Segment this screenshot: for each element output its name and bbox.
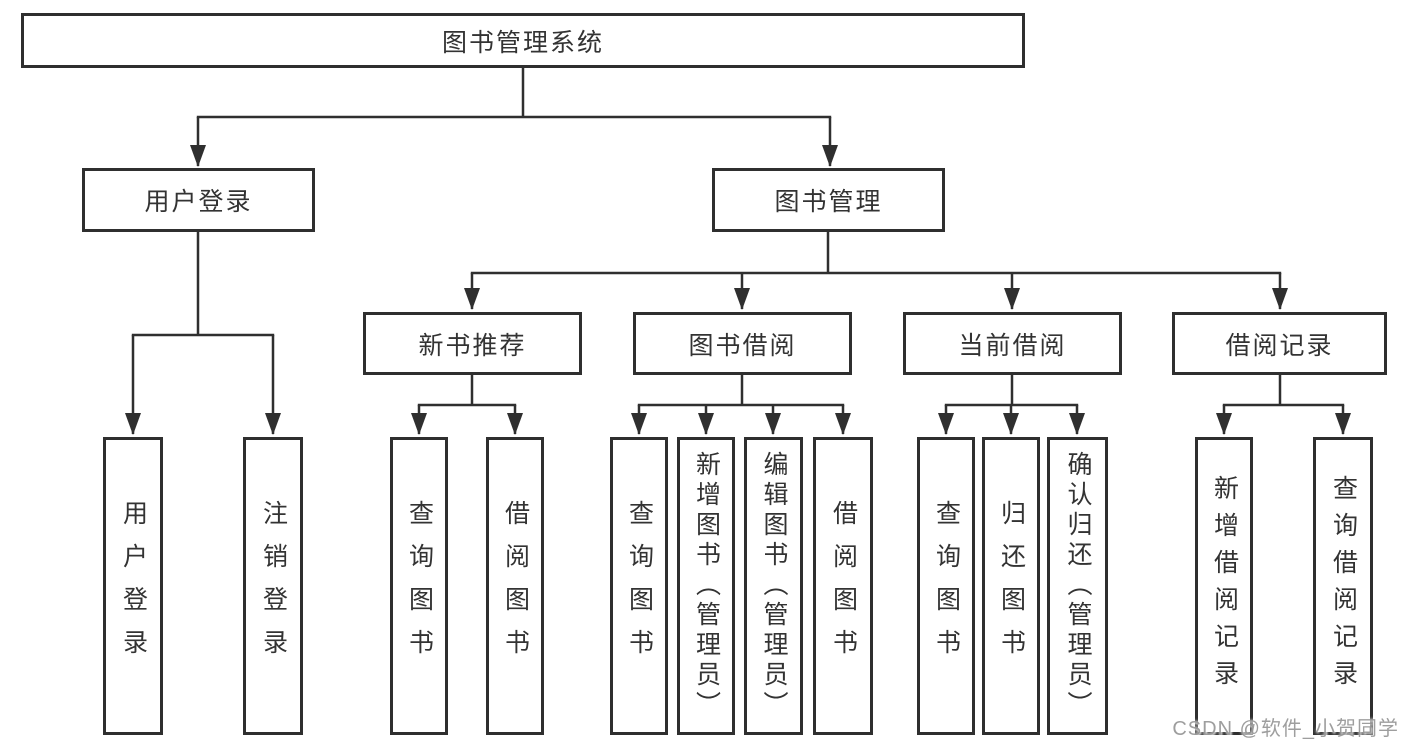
leaf-user-login: 用户登录: [103, 437, 163, 735]
node-book-management: 图书管理: [712, 168, 945, 232]
node-borrowing-records: 借阅记录: [1172, 312, 1387, 375]
node-label: 确认归还（管理员）: [1064, 451, 1092, 721]
leaf-query-books-1: 查询图书: [390, 437, 448, 735]
node-label: 查询图书: [405, 500, 434, 672]
leaf-edit-books-admin: 编辑图书（管理员）: [744, 437, 803, 735]
leaf-query-borrow-record: 查询借阅记录: [1313, 437, 1373, 735]
node-label: 借阅图书: [501, 500, 530, 672]
node-label: 注销登录: [259, 500, 288, 672]
leaf-logout: 注销登录: [243, 437, 303, 735]
node-label: 用户登录: [144, 188, 253, 216]
csdn-watermark: CSDN @软件_小贺同学: [1172, 718, 1399, 740]
node-label: 图书借阅: [688, 331, 797, 360]
leaf-borrow-books-1: 借阅图书: [486, 437, 544, 735]
leaf-borrow-books-2: 借阅图书: [813, 437, 873, 735]
node-label: 查询图书: [932, 500, 961, 672]
leaf-return-books: 归还图书: [982, 437, 1040, 735]
node-book-borrowing: 图书借阅: [633, 312, 852, 375]
node-label: 查询借阅记录: [1329, 475, 1358, 697]
node-label: 新书推荐: [418, 331, 527, 360]
node-label: 借阅记录: [1225, 331, 1334, 360]
node-label: 编辑图书（管理员）: [760, 451, 788, 721]
node-label: 图书管理: [774, 188, 883, 216]
node-label: 新增图书（管理员）: [692, 451, 721, 721]
node-label: 当前借阅: [958, 331, 1067, 360]
node-label: 新增借阅记录: [1210, 475, 1239, 697]
node-user-login: 用户登录: [82, 168, 315, 232]
leaf-add-borrow-record: 新增借阅记录: [1195, 437, 1253, 735]
node-label: 归还图书: [997, 500, 1026, 672]
node-label: 图书管理系统: [441, 28, 604, 57]
node-label: 用户登录: [119, 500, 148, 672]
node-label: 查询图书: [625, 500, 654, 672]
leaf-query-books-2: 查询图书: [610, 437, 668, 735]
leaf-confirm-return-admin: 确认归还（管理员）: [1047, 437, 1108, 735]
leaf-query-books-3: 查询图书: [917, 437, 975, 735]
node-library-system: 图书管理系统: [21, 13, 1025, 68]
node-label: 借阅图书: [829, 500, 858, 672]
leaf-add-books-admin: 新增图书（管理员）: [677, 437, 735, 735]
node-new-book-recommend: 新书推荐: [363, 312, 582, 375]
node-current-borrowing: 当前借阅: [903, 312, 1122, 375]
